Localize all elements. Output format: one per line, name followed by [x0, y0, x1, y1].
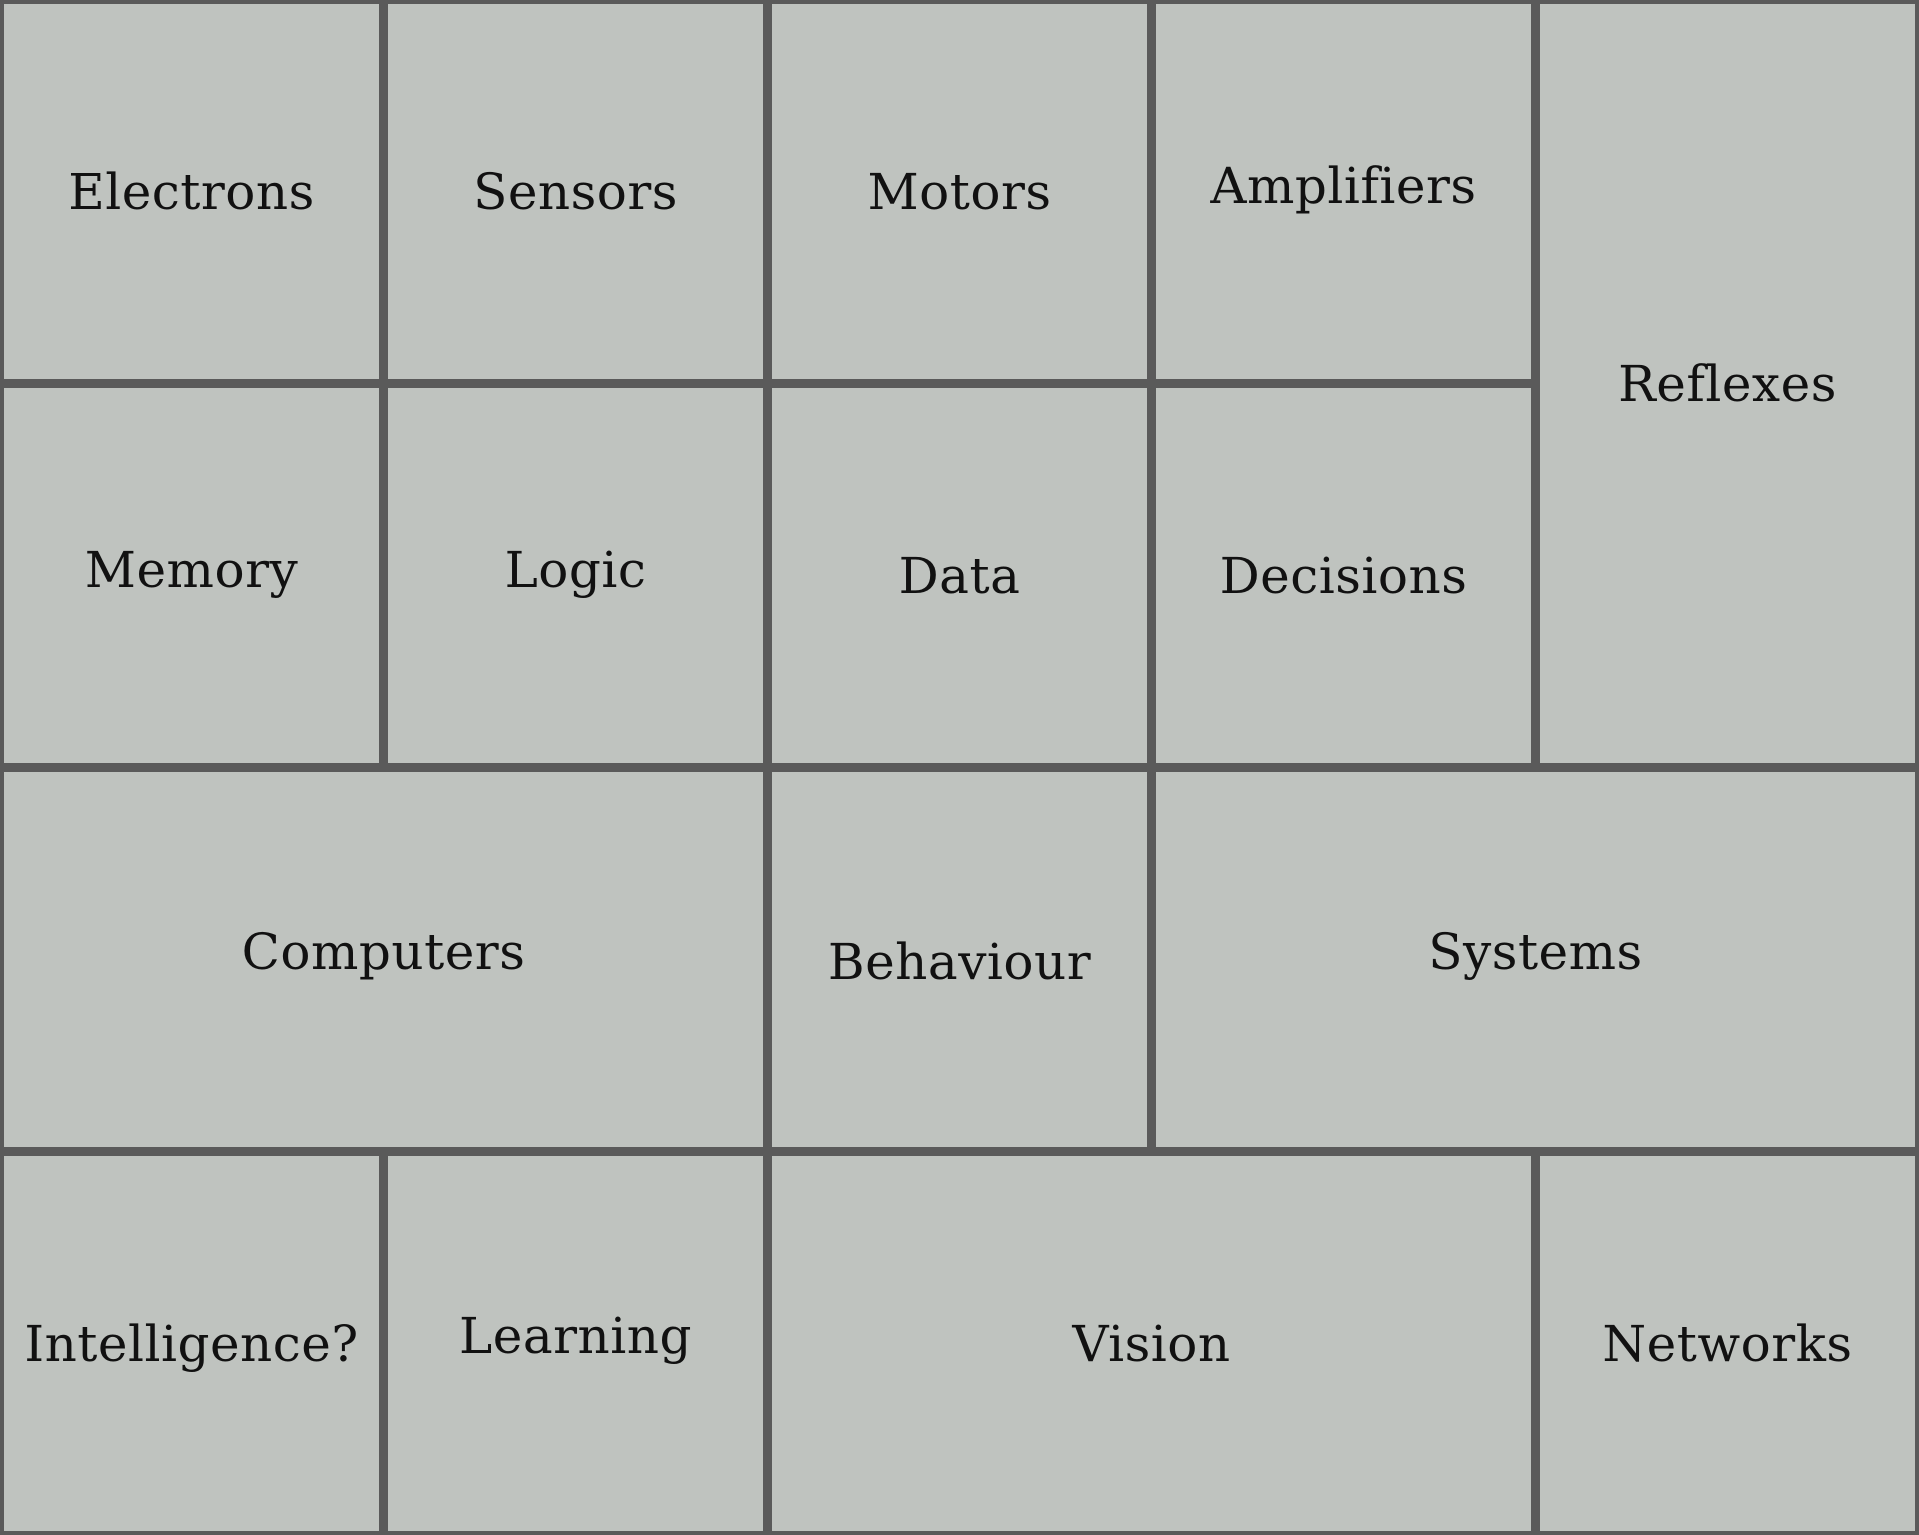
- tile-electrons: Electrons: [4, 4, 379, 379]
- tile-computers: Computers: [4, 772, 763, 1147]
- tile-label-networks: Networks: [1602, 1314, 1853, 1373]
- tile-intelligence: Intelligence?: [4, 1156, 379, 1531]
- tile-label-logic: Logic: [504, 540, 647, 599]
- tile-logic: Logic: [388, 388, 763, 763]
- tile-vision: Vision: [772, 1156, 1531, 1531]
- tile-behaviour: Behaviour: [772, 772, 1147, 1147]
- tile-reflexes: Reflexes: [1540, 4, 1915, 763]
- tile-systems: Systems: [1156, 772, 1915, 1147]
- tile-decisions: Decisions: [1156, 388, 1531, 763]
- tile-label-reflexes: Reflexes: [1618, 354, 1837, 413]
- tile-sensors: Sensors: [388, 4, 763, 379]
- tile-label-learning: Learning: [459, 1306, 692, 1365]
- tile-motors: Motors: [772, 4, 1147, 379]
- tile-label-intelligence: Intelligence?: [24, 1314, 359, 1373]
- tile-data: Data: [772, 388, 1147, 763]
- tile-networks: Networks: [1540, 1156, 1915, 1531]
- tile-label-behaviour: Behaviour: [827, 932, 1092, 991]
- tile-label-data: Data: [898, 546, 1021, 605]
- tile-label-memory: Memory: [84, 540, 299, 599]
- tile-label-electrons: Electrons: [68, 162, 315, 221]
- tile-label-motors: Motors: [867, 162, 1052, 221]
- tile-label-amplifiers: Amplifiers: [1210, 156, 1477, 215]
- tile-label-decisions: Decisions: [1219, 546, 1468, 605]
- tile-memory: Memory: [4, 388, 379, 763]
- tile-label-sensors: Sensors: [473, 162, 678, 221]
- tile-amplifiers: Amplifiers: [1156, 4, 1531, 379]
- tile-learning: Learning: [388, 1156, 763, 1531]
- tile-label-computers: Computers: [241, 922, 526, 981]
- tile-label-vision: Vision: [1072, 1314, 1231, 1373]
- tile-label-systems: Systems: [1428, 922, 1643, 981]
